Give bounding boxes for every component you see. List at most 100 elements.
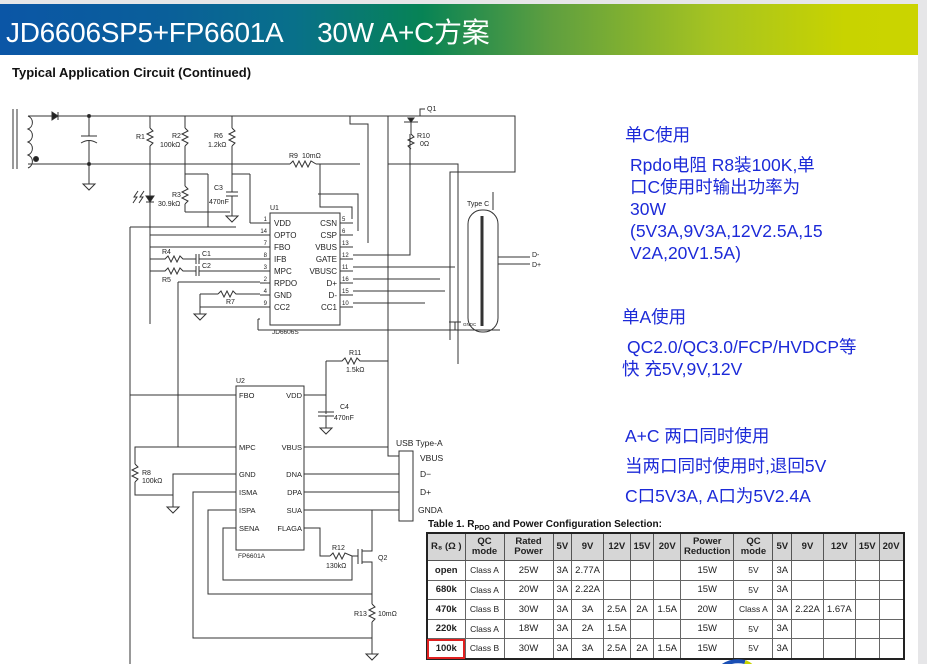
table-cell: 15W [679, 618, 735, 639]
q2-mosfet-icon [357, 510, 373, 594]
table-header-cell: 20V [653, 532, 681, 561]
single-c-line: V2A,20V1.5A) [630, 243, 741, 263]
table-header-cell: 15V [629, 532, 655, 561]
table-cell: 3A [772, 599, 793, 620]
r11-label: R11 [349, 350, 361, 357]
u1-pin-number: 14 [260, 229, 267, 235]
table-title-sub: PDO [474, 525, 490, 532]
table-cell: 5V [733, 560, 774, 581]
table-cell [854, 579, 880, 600]
title-banner: JD6606SP5+FP6601A 30W A+C方案 [0, 4, 918, 55]
section-subtitle: Typical Application Circuit (Continued) [12, 65, 252, 80]
u2-pin-name: DNA [286, 470, 302, 479]
q1-label: Q1 [427, 106, 436, 113]
table-cell: 15W [679, 638, 735, 659]
table-cell: 3A [552, 599, 573, 620]
u1-pin-name: FBO [274, 243, 290, 252]
table-cell: 3A [552, 638, 573, 659]
table-header-cell: R₈ (Ω ) [426, 532, 466, 561]
r4-label: R4 [162, 249, 171, 256]
r9-label: R9 [289, 153, 298, 160]
table-cell [878, 560, 905, 581]
type-c-gnd-label: GNDC [463, 322, 477, 327]
type-c-label: Type C [467, 201, 489, 208]
single-a-heading: 单A使用 [622, 307, 687, 327]
u1-pin-number: 8 [264, 253, 268, 259]
usb-a-pin-gnda: GNDA [418, 505, 443, 515]
table-cell: 3A [772, 579, 793, 600]
u2-pin-name: ISMA [239, 488, 257, 497]
table-cell: 2.22A [571, 579, 604, 600]
r12-label: R12 [332, 545, 345, 552]
table-cell: 3A [552, 618, 573, 639]
u1-pin-name: VBUS [315, 243, 337, 252]
table-cell: Class A [464, 560, 505, 581]
table-cell [878, 618, 905, 639]
table-cell [629, 579, 655, 600]
u1-pin-number: 12 [342, 253, 349, 259]
u1-pin-name: CSP [321, 231, 337, 240]
rs-value-cell-highlighted: 100k [426, 638, 466, 659]
table-cell: 2.5A [603, 599, 631, 620]
u1-pin-name: GND [274, 291, 292, 300]
u1-pin-name: CC1 [321, 303, 338, 312]
table-cell: 3A [772, 638, 793, 659]
table-cell [603, 560, 631, 581]
table-cell: 1.67A [822, 599, 856, 620]
table-cell: 3A [772, 560, 793, 581]
dual-line: C口5V3A, A口为5V2.4A [625, 486, 811, 506]
u2-pin-name: SENA [239, 524, 259, 533]
u1-pin-name: D- [329, 291, 338, 300]
u1-pin-number: 1 [264, 217, 268, 223]
table-cell [822, 579, 856, 600]
r6-value: 1.2kΩ [208, 142, 226, 149]
table-cell [629, 560, 655, 581]
r10-label: R10 [417, 133, 430, 140]
u1-pin-name: RPDO [274, 279, 297, 288]
table-cell: 20W [679, 599, 735, 620]
table-title-prefix: Table 1. R [428, 519, 475, 530]
optocoupler-led-icon [145, 195, 155, 203]
table-header-cell: 15V [854, 532, 880, 561]
u1-pin-number: 10 [342, 301, 349, 307]
table-title: Table 1. RPDO and Power Configuration Se… [428, 519, 662, 532]
table-cell: 3A [571, 638, 604, 659]
table-cell: 5V [733, 579, 774, 600]
table-cell: 30W [503, 638, 554, 659]
u2-pin-name: SUA [287, 506, 302, 515]
u1-pin-name: CSN [320, 219, 337, 228]
u1-chip [269, 212, 341, 326]
u1-pin-name: VBUSC [309, 267, 337, 276]
table-header-cell: QC mode [464, 532, 505, 561]
r5-label: R5 [162, 277, 171, 284]
table-cell: 25W [503, 560, 554, 581]
u1-pin-name: VDD [274, 219, 291, 228]
table-cell: 15W [679, 560, 735, 581]
diode-icon [51, 111, 59, 121]
table-cell: 2.22A [791, 599, 824, 620]
single-c-body: Rpdo电阻 R8装100K,单 口C使用时输出功率为 30W (5V3A,9V… [625, 154, 823, 264]
usb-a-label: USB Type-A [396, 438, 443, 448]
r3-value: 30.9kΩ [158, 201, 180, 208]
usb-a-pin-dplus: D+ [420, 487, 431, 497]
table-cell [791, 638, 824, 659]
c4-label: C4 [340, 404, 349, 411]
table-header-cell: Power Reduction [679, 532, 735, 561]
u2-chip [235, 385, 305, 551]
type-c-connector [467, 209, 499, 333]
table-cell [653, 579, 681, 600]
table-header-cell: 12V [603, 532, 631, 561]
single-c-notes: 单C使用 Rpdo电阻 R8装100K,单 口C使用时输出功率为 30W (5V… [625, 124, 823, 264]
single-a-notes: 单A使用 QC2.0/QC3.0/FCP/HVDCP等 快 充5V,9V,12V [622, 306, 857, 380]
company-logo-icon [722, 659, 753, 664]
single-c-heading: 单C使用 [625, 125, 691, 145]
u1-pin-number: 9 [264, 301, 268, 307]
table-cell: Class A [464, 618, 505, 639]
table-cell: 5V [733, 618, 774, 639]
u2-pin-name: ISPA [239, 506, 256, 515]
r10-value: 0Ω [420, 141, 429, 148]
scrollbar-track[interactable] [918, 0, 927, 664]
q1-mosfet-icon [402, 108, 425, 134]
